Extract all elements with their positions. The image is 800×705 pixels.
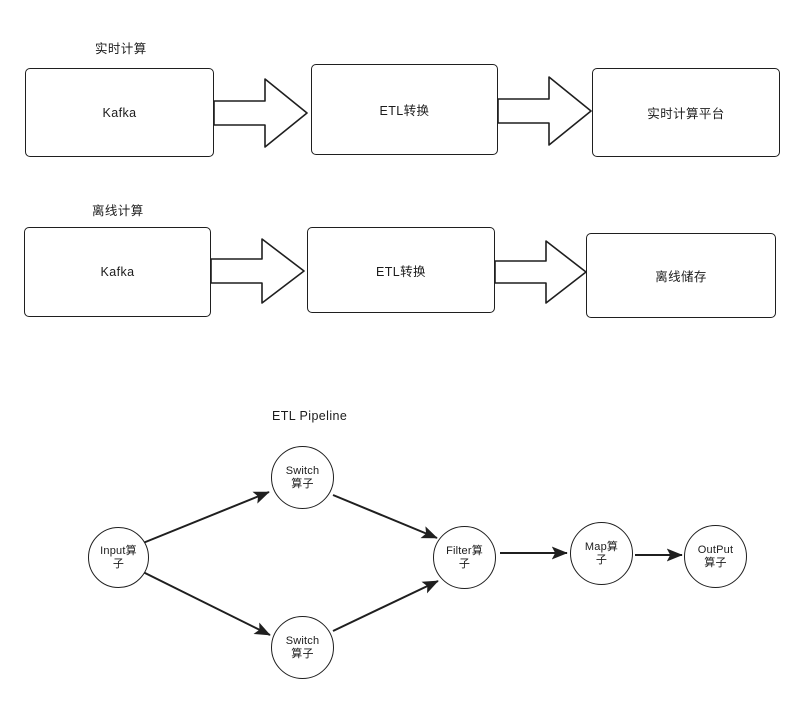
edge-input-to-switch-bottom — [142, 571, 271, 636]
block-arrow-realtime-1 — [213, 78, 308, 148]
box-offline-storage[interactable]: 离线储存 — [586, 233, 776, 318]
box-realtime-etl[interactable]: ETL转换 — [311, 64, 498, 155]
block-arrow-realtime-2 — [497, 76, 592, 146]
pipeline-node-switch-top[interactable]: Switch 算子 — [271, 446, 334, 509]
pipeline-node-switch-top-line2: 算子 — [291, 477, 314, 490]
pipeline-node-output-line2: 算子 — [704, 556, 727, 569]
pipeline-node-filter-line1: Filter算 — [446, 544, 483, 557]
box-offline-kafka[interactable]: Kafka — [24, 227, 211, 317]
box-realtime-platform[interactable]: 实时计算平台 — [592, 68, 780, 157]
pipeline-node-switch-bottom[interactable]: Switch 算子 — [271, 616, 334, 679]
edge-input-to-switch-top — [142, 491, 270, 544]
block-arrow-offline-1 — [210, 238, 305, 304]
pipeline-node-input[interactable]: Input算 子 — [88, 527, 149, 588]
edge-switch-top-to-filter — [332, 494, 438, 539]
box-offline-etl[interactable]: ETL转换 — [307, 227, 495, 313]
edge-switch-bottom-to-filter — [332, 580, 439, 632]
box-realtime-kafka[interactable]: Kafka — [25, 68, 214, 157]
pipeline-node-switch-bottom-line2: 算子 — [291, 647, 314, 660]
pipeline-node-map[interactable]: Map算 子 — [570, 522, 633, 585]
pipeline-node-filter[interactable]: Filter算 子 — [433, 526, 496, 589]
pipeline-node-filter-line2: 子 — [458, 557, 471, 570]
pipeline-node-output-line1: OutPut — [697, 543, 734, 556]
block-arrow-offline-2 — [494, 240, 587, 304]
pipeline-node-map-line2: 子 — [595, 553, 608, 566]
pipeline-node-input-line2: 子 — [112, 557, 125, 570]
section-caption-realtime: 实时计算 — [95, 42, 147, 56]
pipeline-node-output[interactable]: OutPut 算子 — [684, 525, 747, 588]
pipeline-node-map-line1: Map算 — [584, 540, 619, 553]
pipeline-node-switch-top-line1: Switch — [285, 464, 320, 477]
pipeline-node-switch-bottom-line1: Switch — [285, 634, 320, 647]
pipeline-node-input-line1: Input算 — [100, 544, 137, 557]
section-caption-offline: 离线计算 — [92, 204, 144, 218]
section-caption-pipeline: ETL Pipeline — [272, 409, 348, 423]
